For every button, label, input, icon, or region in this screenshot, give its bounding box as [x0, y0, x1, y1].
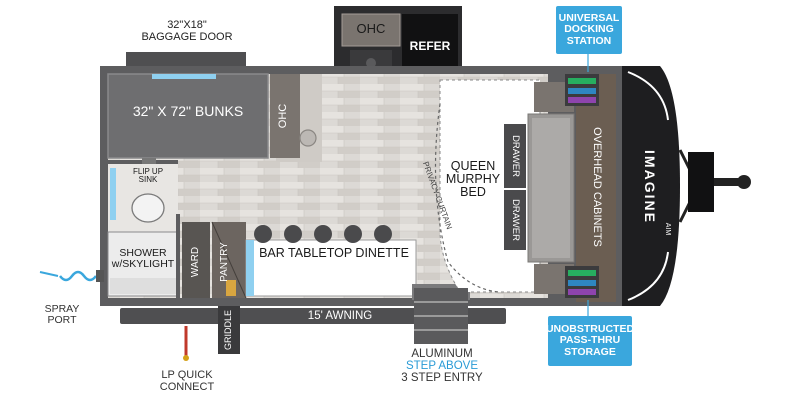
refrigerator [402, 14, 458, 66]
overhead-cabinets-label: OVERHEAD CABINETS [591, 127, 603, 247]
front-cap [622, 66, 680, 306]
lp-label: LP QUICK [161, 369, 213, 381]
stool [254, 225, 272, 243]
stool [344, 225, 362, 243]
universal-line-1: UNIVERSAL [558, 11, 620, 24]
brand-label: IMAGINE [642, 150, 658, 224]
dinette-label: BAR TABLETOP DINETTE [259, 246, 409, 260]
hitch [714, 178, 740, 186]
awning-label: 15' AWNING [307, 310, 373, 322]
ohc-side-label: OHC [277, 103, 289, 129]
shower-label: SHOWER [119, 247, 167, 259]
unobstructed-line-1: UNOBSTRUCTED [545, 322, 635, 335]
sink-label: SINK [138, 175, 158, 185]
step-above-label: STEP ABOVE [405, 360, 478, 373]
spray-hose [59, 270, 97, 282]
griddle [218, 306, 240, 354]
drawer-top-label: DRAWER [510, 135, 521, 177]
connect-label: CONNECT [159, 380, 215, 393]
bunks [107, 73, 269, 159]
bed-label: BED [460, 185, 486, 200]
baggage-door-label: BAGGAGE DOOR [141, 30, 233, 43]
stool [314, 225, 332, 243]
drawer-bottom-label: DRAWER [510, 199, 521, 241]
ohc-top-cabinet [341, 13, 401, 47]
ward-label: WARD [190, 246, 201, 278]
unobstructed-line-2: PASS-THRU [559, 334, 621, 347]
refer-label: REFER [409, 39, 451, 53]
queen-label: QUEEN [450, 159, 496, 173]
universal-line-2: DOCKING [564, 23, 614, 36]
aluminum-label: ALUMINUM [411, 348, 473, 360]
universal-line-3: STATION [566, 34, 612, 47]
stool [374, 225, 392, 243]
skylight-label: w/SKYLIGHT [111, 258, 175, 271]
toilet [131, 193, 165, 223]
stool [284, 225, 302, 243]
murphy-label: MURPHY [445, 172, 501, 187]
unobstructed-line-3: STORAGE [564, 345, 616, 358]
spray-label: SPRAY [44, 303, 80, 315]
ohc-top-label: OHC [356, 21, 386, 36]
bunks-label: 32" X 72" BUNKS [132, 103, 244, 119]
pantry-label: PANTRY [219, 242, 230, 282]
step-entry-label: 3 STEP ENTRY [401, 372, 483, 385]
baggage-door [126, 52, 246, 66]
drawer-top [504, 124, 526, 188]
griddle-label: GRIDDLE [223, 310, 233, 351]
ohc-side-cabinet [270, 74, 300, 158]
bar-tabletop-dinette [245, 239, 417, 297]
unobstructed-storage-callout: UNOBSTRUCTED PASS-THRU STORAGE [545, 316, 635, 366]
baggage-door-size-label: 32"X18" [167, 19, 207, 31]
drawer-bottom [504, 190, 526, 250]
universal-docking-callout: UNIVERSAL DOCKING STATION [556, 6, 622, 54]
propane-box [688, 152, 714, 212]
flip-up-label: FLIP UP [132, 167, 164, 176]
wardrobe [182, 222, 210, 298]
overhead-cabinets [576, 74, 616, 302]
port-label: PORT [47, 314, 77, 327]
awning [120, 308, 506, 324]
brand-aim-label: AIM [664, 222, 671, 236]
